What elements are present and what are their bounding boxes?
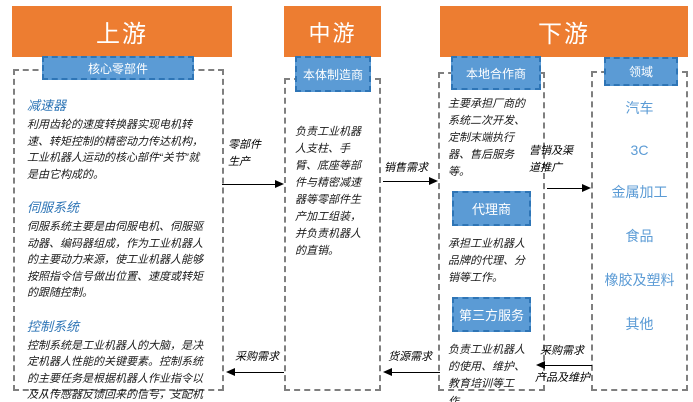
arrow-label-marketing-channel: 营销及渠道推广 (529, 145, 573, 174)
upstream-header: 上游 (12, 6, 232, 57)
third-party-service-tab: 第三方服务 (452, 297, 531, 333)
section-body: 伺服系统主要是由伺服电机、伺服驱动器、编码器组成，作为工业机器人的主要动力来源，… (27, 221, 203, 299)
upstream-section-reducer: 减速器 利用齿轮的速度转换器实现电机转速、转矩控制的精密动力传达机构，工业机器人… (27, 95, 210, 183)
downstream-header: 下游 (440, 6, 688, 57)
fields-list: 汽车 3C 金属加工 食品 橡胶及塑料 其他 (591, 98, 688, 358)
arrow-line (544, 365, 592, 366)
midstream-panel: 负责工业机器人支柱、手臂、底座等部件与精密减速器等零部件生产加工组装，并负责机器… (284, 78, 381, 391)
arrow-line (383, 181, 430, 182)
arrow-left-icon (383, 368, 392, 376)
field-item-metal: 金属加工 (611, 184, 668, 200)
section-body: 控制系统是工业机器人的大脑，是决定机器人性能的关键要素。控制系统的主要任务是根据… (27, 339, 203, 402)
upstream-section-servo: 伺服系统 伺服系统主要是由伺服电机、伺服驱动器、编码器组成，作为工业机器人的主要… (27, 197, 210, 302)
arrow-line (391, 372, 440, 373)
field-item-food: 食品 (625, 228, 654, 244)
downstream-tab-local-partner: 本地合作商 (451, 56, 541, 90)
arrow-line (234, 372, 284, 373)
agent-tab: 代理商 (452, 191, 531, 227)
arrow-label-sales-demand: 销售需求 (384, 162, 428, 174)
midstream-body: 负责工业机器人支柱、手臂、底座等部件与精密减速器等零部件生产加工组装，并负责机器… (295, 126, 361, 258)
section-title: 控制系统 (27, 318, 80, 334)
downstream-partners-panel: 主要承担厂商的系统二次开发、定制末端执行器、售后服务等。 代理商 承担工业机器人… (438, 72, 545, 402)
arrow-label-supply-demand: 货源需求 (388, 351, 432, 363)
arrow-right-icon (275, 180, 284, 188)
third-party-service-body: 负责工业机器人的使用、维护、教育培训等工作。 (448, 344, 525, 402)
field-item-3c: 3C (630, 142, 649, 158)
upstream-panel: 减速器 利用齿轮的速度转换器实现电机转速、转矩控制的精密动力传达机构，工业机器人… (13, 69, 224, 401)
upstream-tab-core-components: 核心零部件 (42, 56, 194, 80)
agent-body: 承担工业机器人品牌的代理、分销等工作。 (448, 238, 525, 285)
arrow-right-icon (582, 184, 591, 192)
downstream-fields-panel (591, 71, 688, 391)
arrow-label-purchase-demand-mid: 采购需求 (235, 351, 279, 363)
section-title: 减速器 (27, 98, 67, 113)
section-body: 利用齿轮的速度转换器实现电机转速、转矩控制的精密动力传达机构，工业机器人运动的核… (27, 119, 203, 181)
downstream-tab-fields: 领域 (604, 57, 678, 86)
midstream-header: 中游 (284, 6, 381, 57)
field-item-rubber-plastic: 橡胶及塑料 (604, 272, 675, 288)
arrow-left-icon (226, 368, 235, 376)
arrow-right-icon (429, 177, 438, 185)
field-item-other: 其他 (625, 316, 654, 332)
arrow-label-product-maintenance: 产品及维护 (535, 372, 590, 384)
arrow-line (547, 188, 583, 189)
arrow-label-parts-production: 零部件生产 (228, 139, 261, 168)
partners-intro: 主要承担厂商的系统二次开发、定制末端执行器、售后服务等。 (448, 98, 525, 179)
midstream-tab-body-manufacturer: 本体制造商 (295, 56, 371, 92)
arrow-left-icon (536, 361, 545, 369)
field-item-automotive: 汽车 (625, 100, 654, 116)
section-title: 伺服系统 (27, 200, 80, 215)
arrow-line (222, 184, 276, 185)
upstream-section-control: 控制系统 控制系统是工业机器人的大脑，是决定机器人性能的关键要素。控制系统的主要… (27, 316, 210, 402)
arrow-label-purchase-demand-down: 采购需求 (540, 345, 584, 357)
